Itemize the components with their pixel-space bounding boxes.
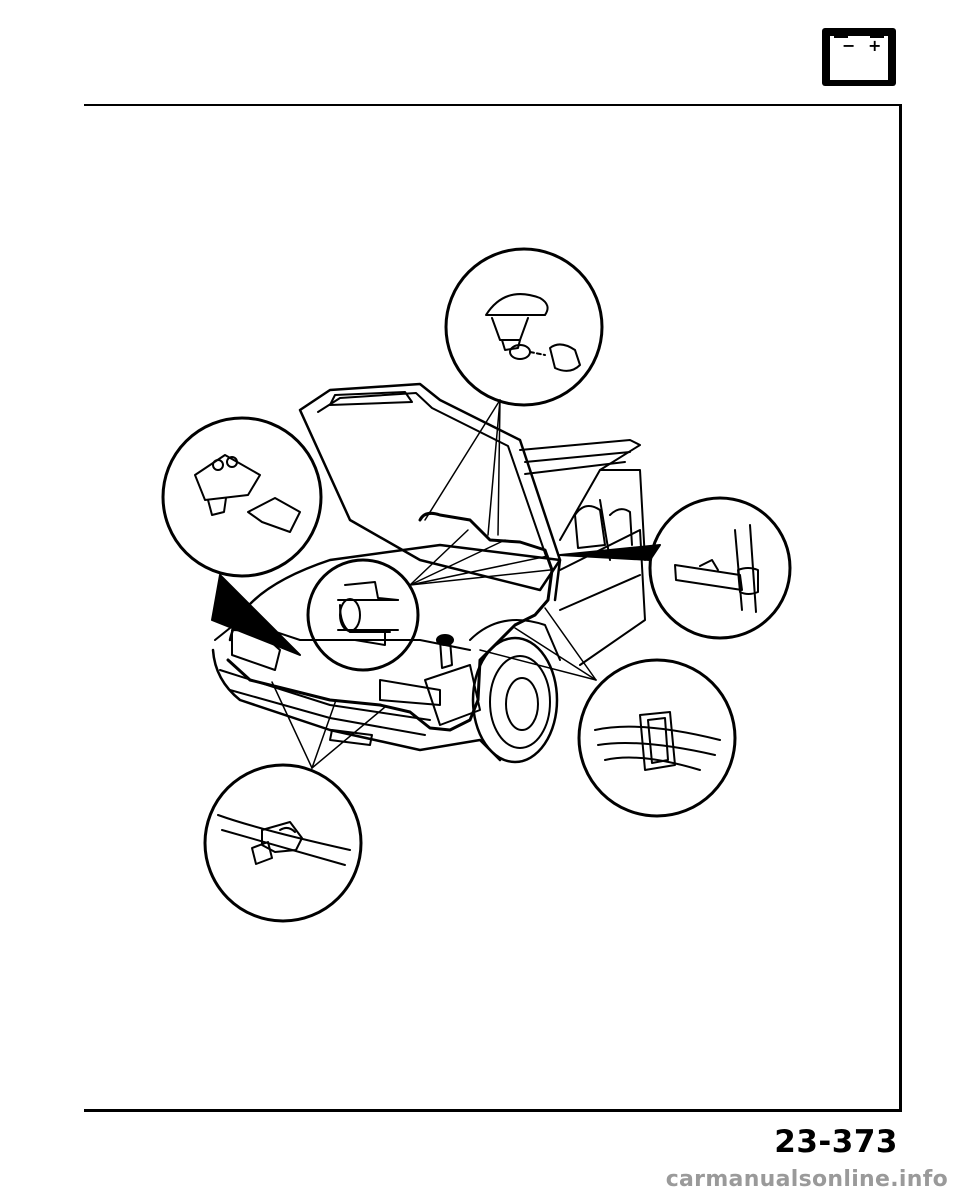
battery-minus-sign: −	[842, 36, 855, 55]
page-frame	[84, 104, 902, 1112]
battery-icon: − +	[822, 28, 896, 86]
battery-plus-sign: +	[868, 36, 881, 55]
washer-hose	[226, 511, 554, 732]
car-body	[211, 382, 646, 764]
callout-wedge-left	[211, 574, 301, 656]
watermark-text: carmanualsonline.info	[665, 1167, 948, 1192]
callout-wedge-right	[559, 544, 661, 561]
bumper-hose-clip-detail	[203, 763, 363, 923]
hose-band-clip-detail	[577, 658, 737, 818]
hood-hose-clip-detail	[306, 558, 420, 672]
nozzle-clip-detail	[161, 416, 323, 578]
leader-lines	[271, 399, 597, 769]
washer-nozzle-detail	[444, 247, 604, 407]
page-number: 23-373	[774, 1124, 898, 1160]
hose-grommet-detail	[648, 496, 792, 640]
